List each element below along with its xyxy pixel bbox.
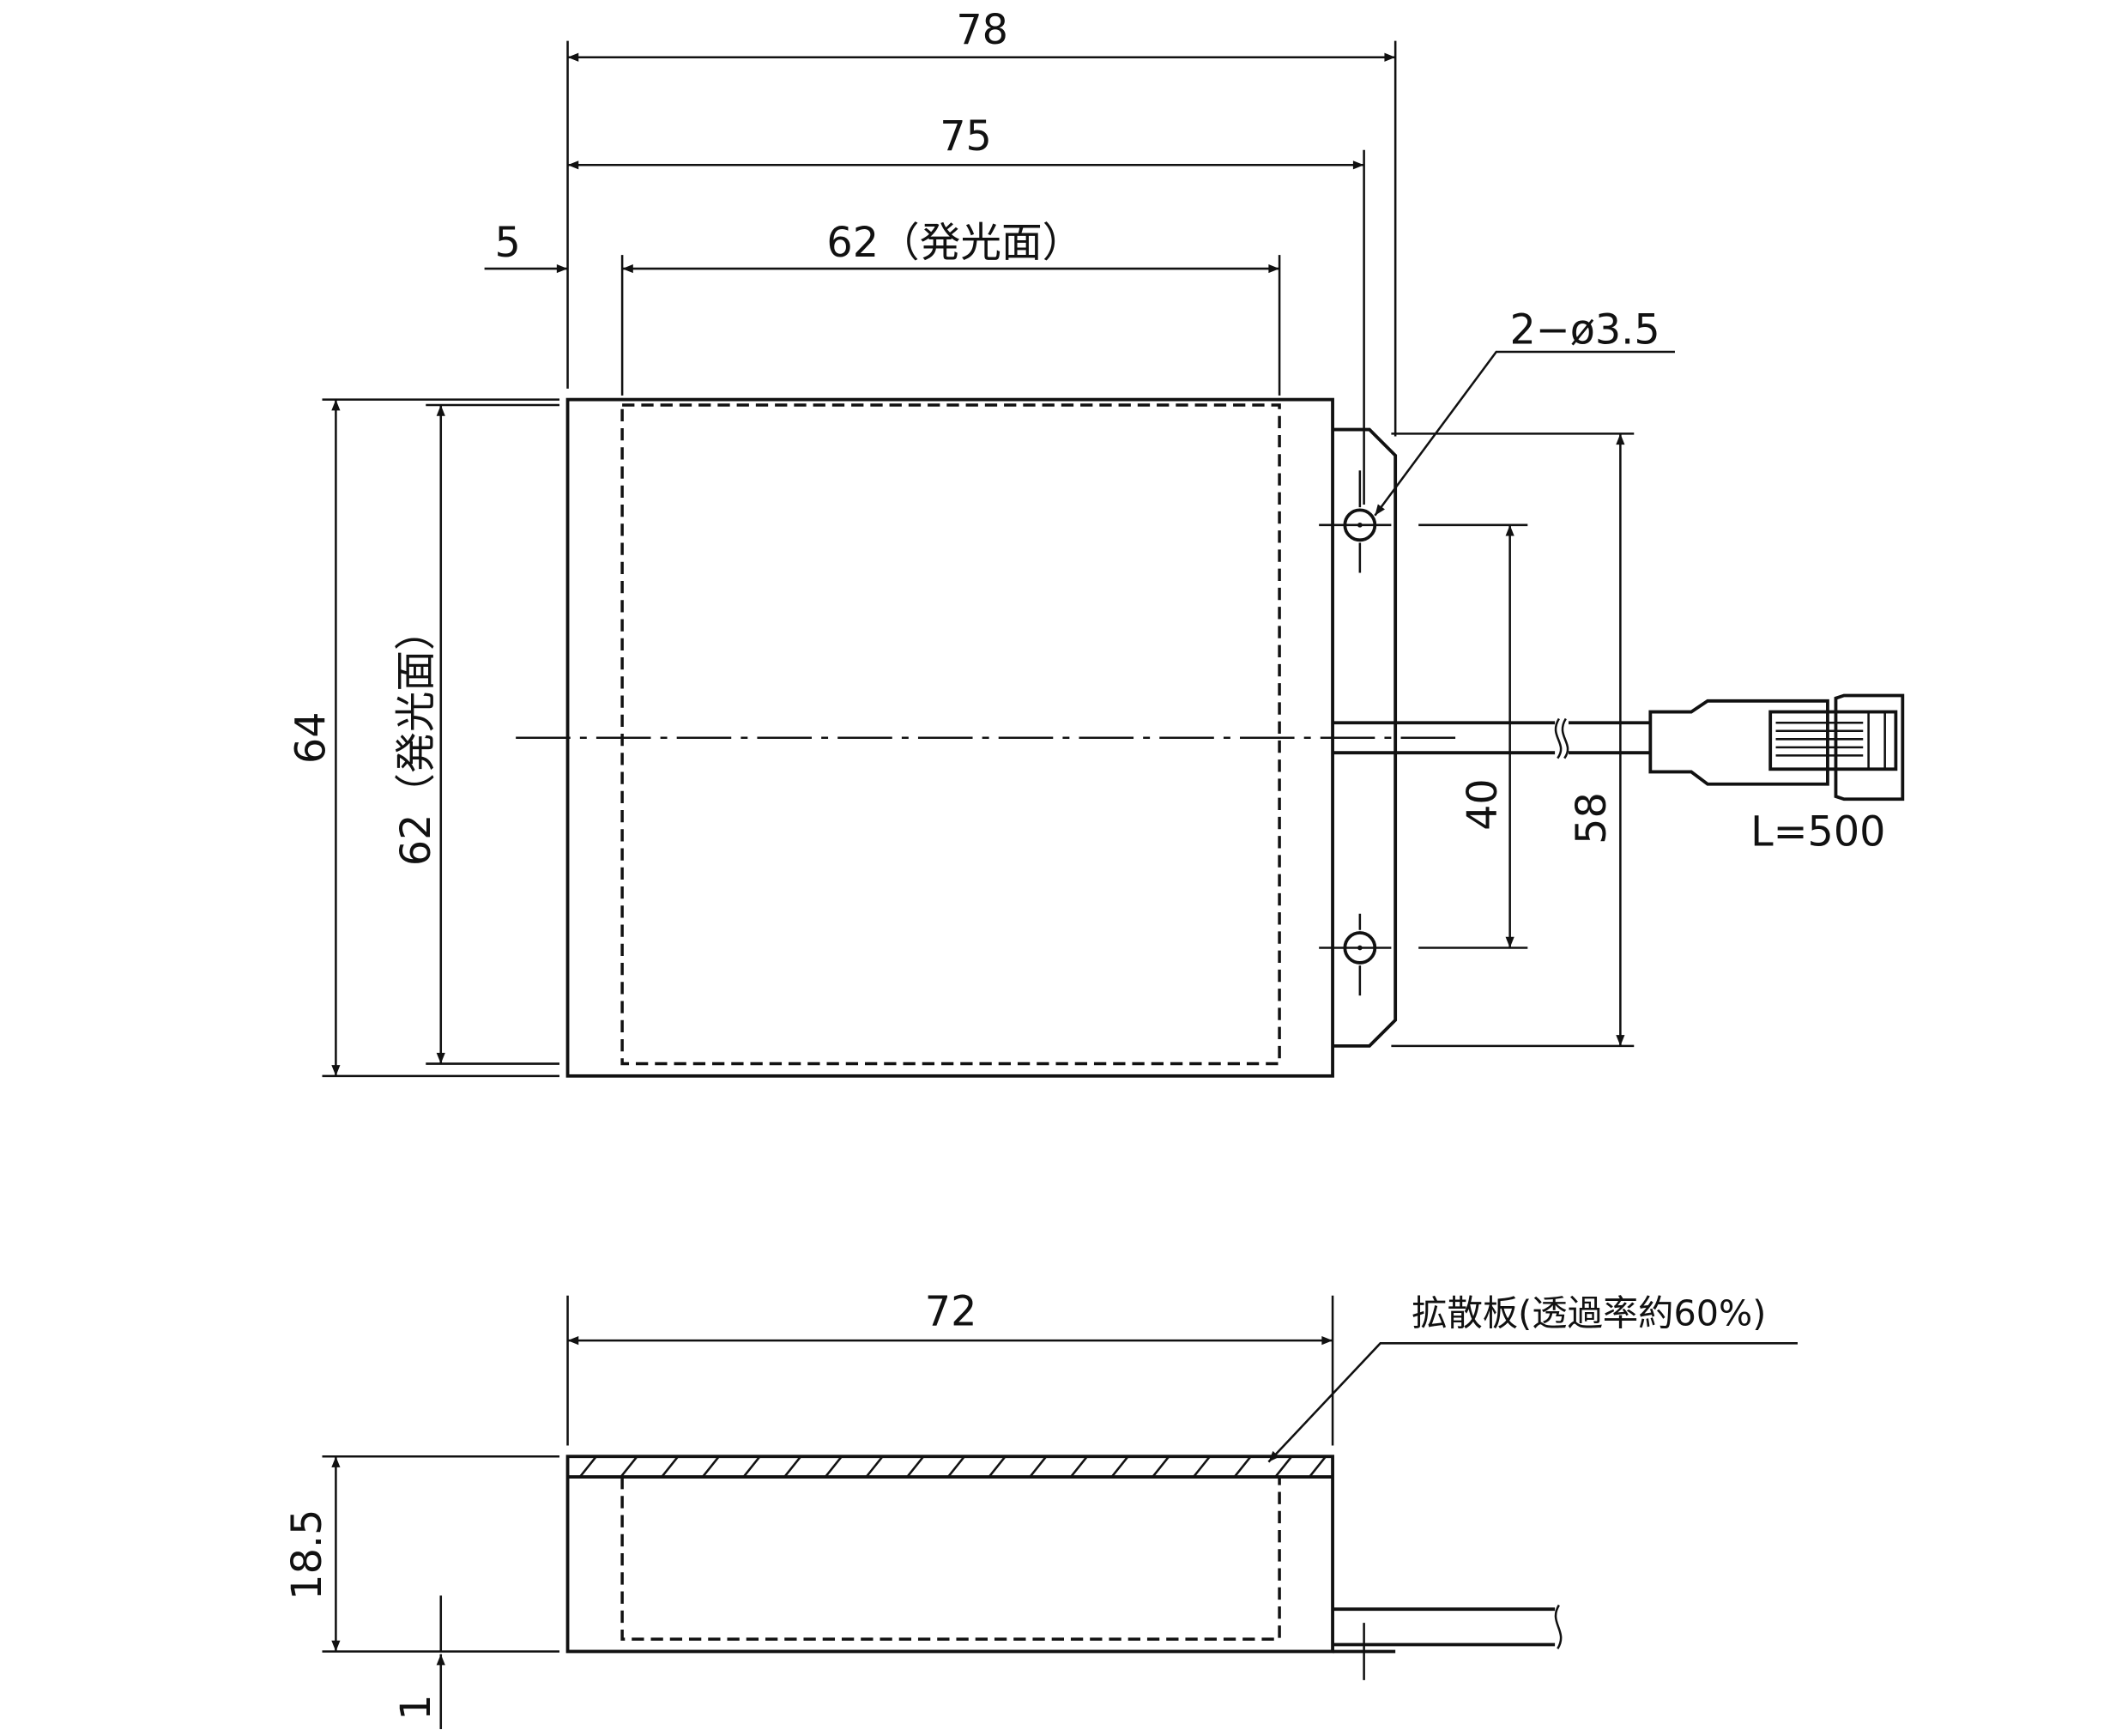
side-emitting-area	[620, 1477, 1281, 1641]
emitting-area	[620, 403, 1281, 1066]
dim-62-vertical-label: 62（発光面）	[393, 609, 440, 866]
dim-5-label: 5	[494, 220, 520, 267]
side-view: 72 拡散板(透過率約60%) 18.5 1	[284, 1289, 1798, 1730]
mounting-hole	[1319, 470, 1528, 573]
hole-callout-label: 2−ø3.5	[1509, 306, 1659, 354]
dim-58-label: 58	[1569, 792, 1616, 844]
side-cable	[1333, 1604, 1563, 1680]
side-housing-outline	[565, 1455, 1334, 1654]
cable	[1333, 717, 1651, 759]
top-view: 78 75 62（発光面） 5 2−ø3.5 64 62（発光面） 40 58 …	[288, 7, 1905, 1078]
diffuser-plate	[567, 1455, 1333, 1479]
dim-75-label: 75	[940, 113, 992, 160]
dim-40-label: 40	[1460, 778, 1507, 831]
diffuser-label: 拡散板(透過率約60%)	[1412, 1293, 1766, 1334]
dim-72-label: 72	[925, 1289, 977, 1336]
side-extension-lines	[322, 1295, 1334, 1653]
extension-lines	[322, 40, 1635, 1078]
dim-62-label: 62（発光面）	[826, 220, 1083, 267]
dim-78-label: 78	[956, 7, 1008, 54]
dim-64-label: 64	[288, 711, 336, 764]
mounting-hole	[1319, 913, 1528, 996]
dim-1-label: 1	[393, 1694, 440, 1720]
diffuser-leader	[1267, 1342, 1798, 1463]
hole-leader	[1374, 350, 1675, 517]
dim-18-5-label: 18.5	[284, 1509, 331, 1600]
connector	[1648, 693, 1905, 801]
cable-length-label: L=500	[1750, 808, 1885, 856]
